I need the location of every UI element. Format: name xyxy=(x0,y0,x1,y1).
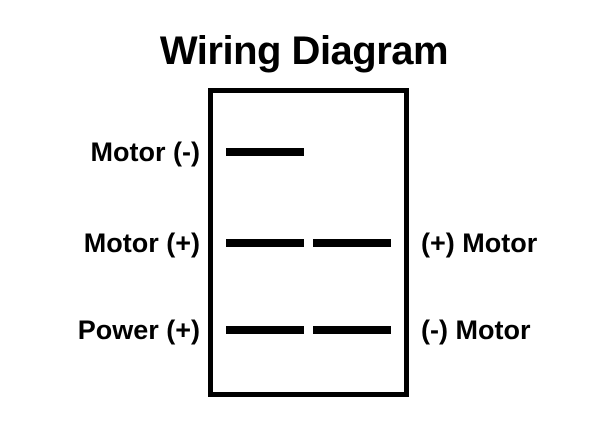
terminal-row-1 xyxy=(208,148,409,156)
terminal-contact-left-3 xyxy=(226,326,304,334)
terminal-contact-left-1 xyxy=(226,148,304,156)
terminal-contact-left-2 xyxy=(226,239,304,247)
terminal-label-left-2: Motor (+) xyxy=(83,228,200,258)
terminal-contact-right-3 xyxy=(313,326,391,334)
terminal-label-left-3: Power (+) xyxy=(77,315,200,345)
terminal-label-left-1: Motor (-) xyxy=(90,137,200,167)
terminal-label-right-3: (-) Motor xyxy=(421,315,531,345)
terminal-row-2 xyxy=(208,239,409,247)
terminal-row-3 xyxy=(208,326,409,334)
terminal-label-right-2: (+) Motor xyxy=(421,228,538,258)
terminal-contact-right-2 xyxy=(313,239,391,247)
page-title: Wiring Diagram xyxy=(159,29,449,73)
